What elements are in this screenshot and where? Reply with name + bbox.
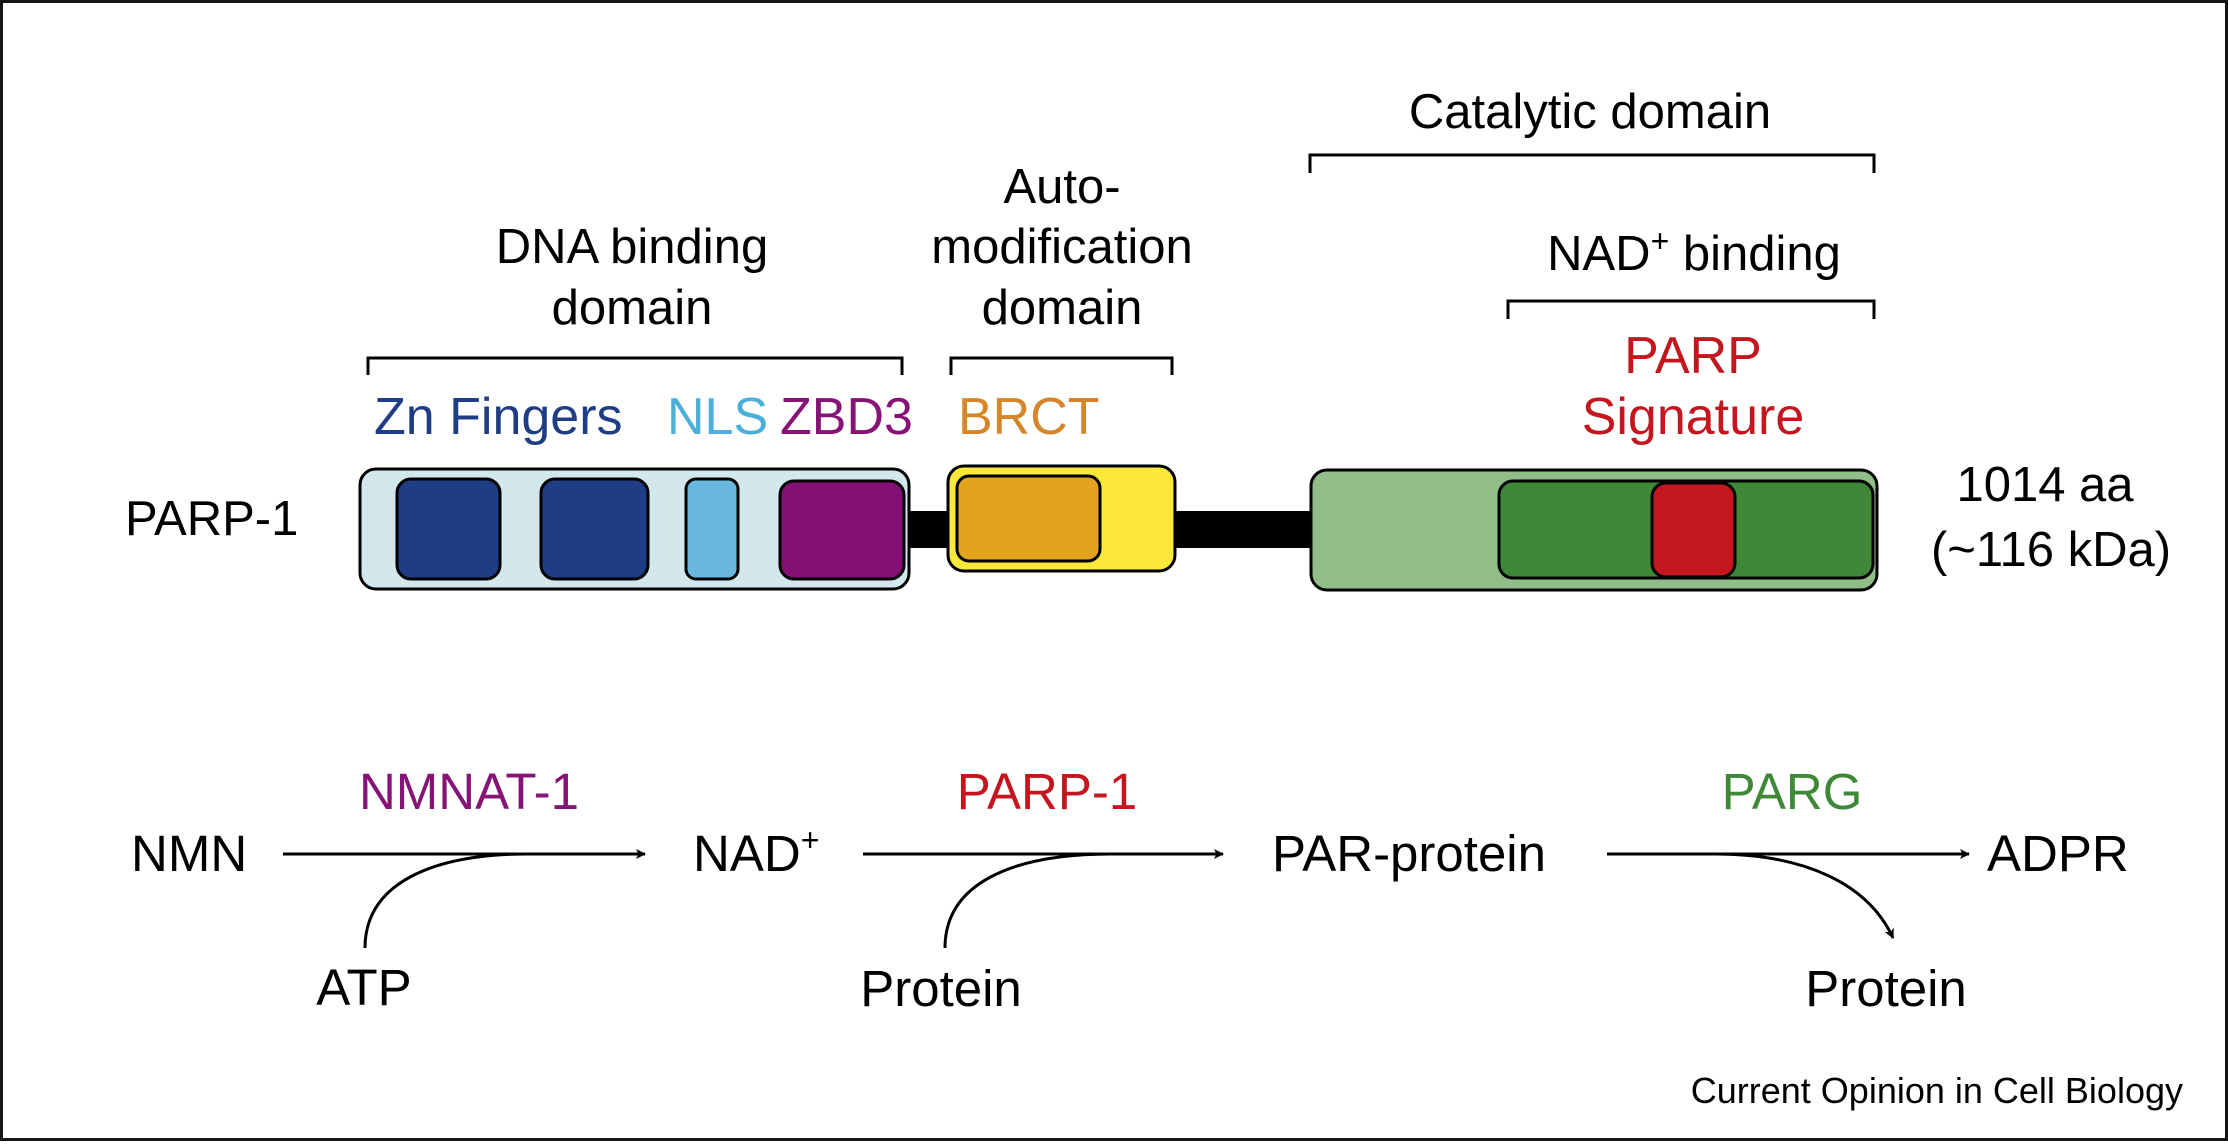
nls-box bbox=[684, 477, 740, 581]
protein-name-label: PARP-1 bbox=[125, 492, 298, 546]
brct-box bbox=[955, 474, 1102, 563]
adpr-label: ADPR bbox=[1987, 825, 2129, 882]
nad-binding-bracket bbox=[1506, 299, 1876, 319]
par-protein-label: PAR-protein bbox=[1272, 825, 1546, 882]
parp-signature-label-line1: PARP bbox=[1624, 327, 1762, 385]
parp1-enzyme-label: PARP-1 bbox=[957, 763, 1137, 820]
dna-binding-label-line2: domain bbox=[552, 281, 713, 335]
parp-signature-box bbox=[1650, 481, 1737, 579]
protein-released-label: Protein bbox=[1805, 960, 1967, 1017]
protein-input-curve bbox=[943, 852, 1112, 949]
linker-2 bbox=[1168, 511, 1318, 548]
zn-finger-1-box bbox=[395, 477, 502, 581]
catalytic-domain-bracket bbox=[1308, 153, 1876, 173]
journal-credit: Current Opinion in Cell Biology bbox=[1691, 1070, 2183, 1111]
zbd3-label: ZBD3 bbox=[780, 388, 913, 446]
protein-length-label: 1014 aa bbox=[1956, 458, 2134, 512]
brct-label: BRCT bbox=[958, 388, 1100, 446]
zn-finger-2-box bbox=[539, 477, 650, 581]
atp-input-curve bbox=[363, 852, 529, 949]
zbd3-box bbox=[778, 479, 906, 581]
nad-label: NAD+ bbox=[693, 822, 819, 882]
auto-mod-bracket bbox=[949, 356, 1174, 375]
protein-mass-label: (~116 kDa) bbox=[1931, 523, 2171, 577]
atp-label: ATP bbox=[316, 959, 411, 1016]
parg-label: PARG bbox=[1722, 763, 1863, 820]
nmnat1-label: NMNAT-1 bbox=[359, 763, 579, 820]
parp1-diagram: Catalytic domain NAD+ binding DNA bindin… bbox=[125, 85, 2183, 1111]
nad-binding-label: NAD+ binding bbox=[1547, 223, 1841, 281]
parp-signature-label-line2: Signature bbox=[1582, 388, 1805, 446]
zn-fingers-label: Zn Fingers bbox=[374, 388, 623, 446]
dna-binding-bracket bbox=[366, 356, 904, 375]
auto-mod-label-line2: modification bbox=[931, 220, 1192, 274]
nls-label: NLS bbox=[667, 388, 768, 446]
dna-binding-label-line1: DNA binding bbox=[496, 220, 768, 274]
auto-mod-label-line3: domain bbox=[982, 281, 1143, 335]
protein-substrate-label: Protein bbox=[860, 960, 1022, 1017]
catalytic-domain-label: Catalytic domain bbox=[1409, 85, 1771, 139]
auto-mod-label-line1: Auto- bbox=[1003, 160, 1120, 214]
protein-release-curve bbox=[1714, 852, 1895, 939]
nmn-label: NMN bbox=[131, 825, 247, 882]
